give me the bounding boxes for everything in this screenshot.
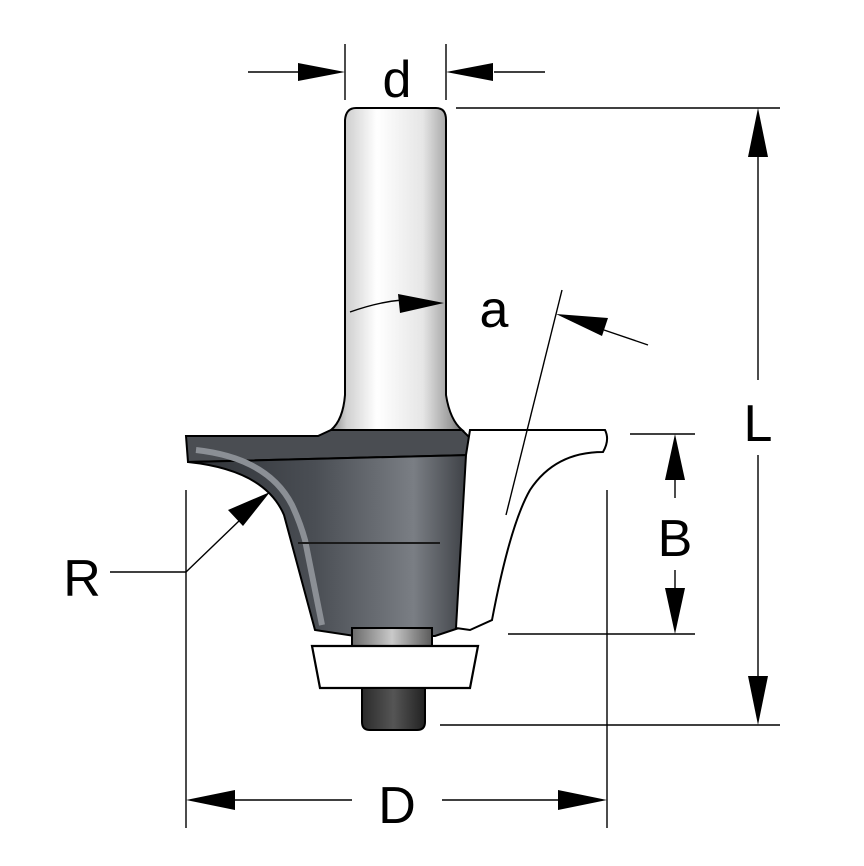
label-B: B <box>658 510 693 568</box>
bearing-neck <box>351 627 433 647</box>
label-d: d <box>383 51 412 109</box>
dimension-B: B <box>508 433 695 635</box>
dimension-a: a <box>349 281 649 516</box>
cutter-profile-edge <box>195 447 325 626</box>
router-bit <box>184 107 609 731</box>
dimension-R: R <box>63 492 270 608</box>
dimension-D: D <box>185 490 608 835</box>
label-R: R <box>63 550 101 608</box>
cutter-blade <box>454 429 609 632</box>
bearing-pin <box>361 687 426 731</box>
label-D: D <box>378 777 416 835</box>
dimension-L: L <box>440 107 780 726</box>
cutter-body <box>187 453 472 637</box>
label-a: a <box>480 281 509 339</box>
bearing <box>310 644 480 690</box>
shank <box>328 107 465 431</box>
label-L: L <box>744 395 773 453</box>
dimension-d: d <box>248 44 545 109</box>
